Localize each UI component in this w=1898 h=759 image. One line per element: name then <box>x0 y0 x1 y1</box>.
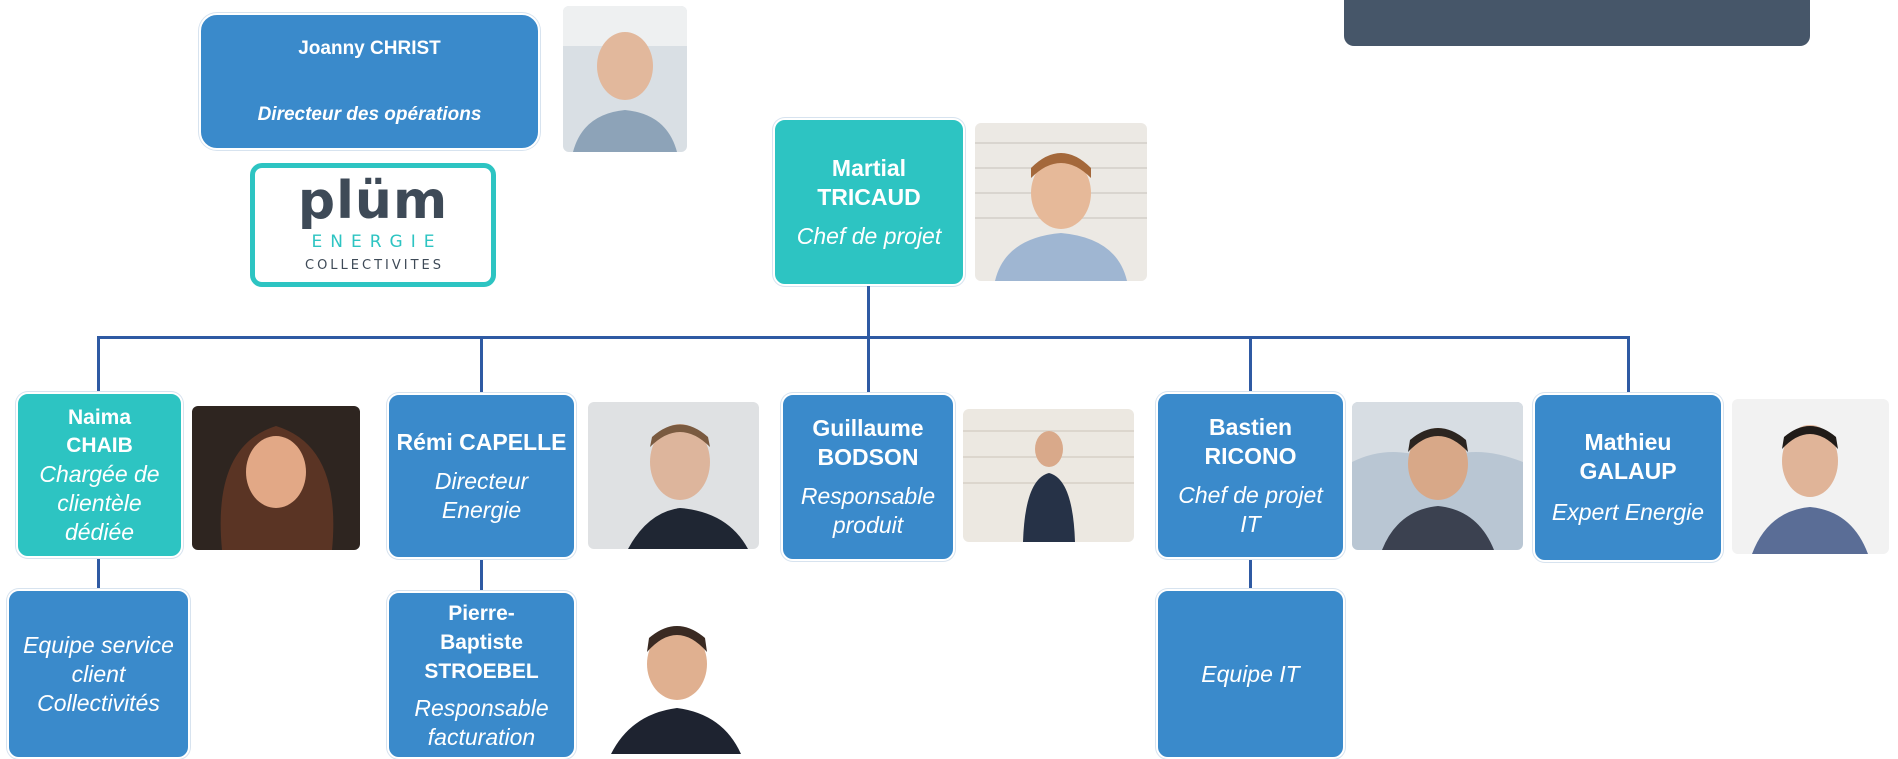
org-node-remi-capelle: Rémi CAPELLE Directeur Energie <box>387 393 576 559</box>
connector-remi-sub <box>480 559 483 593</box>
photo-remi-capelle <box>588 402 759 549</box>
node-role: Expert Energie <box>1551 499 1705 525</box>
org-node-pierre-baptiste-stroebel: Pierre-Baptiste STROEBEL Responsable fac… <box>387 591 576 759</box>
connector-naima <box>97 336 100 394</box>
org-node-bastien-ricono: Bastien RICONO Chef de projet IT <box>1156 392 1345 559</box>
node-name: Mathieu GALAUP <box>1579 429 1677 484</box>
photo-pierre-baptiste-stroebel <box>591 604 759 754</box>
node-role: Equipe service client Collectivités <box>23 631 174 716</box>
node-name: Rémi CAPELLE <box>396 428 567 455</box>
photo-mathieu-galaup <box>1732 399 1889 554</box>
org-node-naima-chaib: Naima CHAIB Chargée de clientèle dédiée <box>16 392 183 558</box>
node-role: Directeur des opérations <box>257 103 482 125</box>
connector-naima-sub <box>97 557 100 591</box>
photo-martial-tricaud <box>975 123 1147 281</box>
node-name: Naima CHAIB <box>66 405 133 457</box>
node-role: Responsable produit <box>800 483 936 538</box>
org-node-mathieu-galaup: Mathieu GALAUP Expert Energie <box>1533 393 1723 562</box>
photo-naima-chaib <box>192 406 360 550</box>
connector-mathieu <box>1627 336 1630 394</box>
photo-joanny-christ <box>563 6 687 152</box>
node-role: Chargée de clientèle dédiée <box>39 460 160 545</box>
org-node-guillaume-bodson: Guillaume BODSON Responsable produit <box>781 393 955 561</box>
node-role: Chef de projet IT <box>1178 481 1323 537</box>
node-role: Chef de projet <box>796 222 942 249</box>
photo-bastien-ricono <box>1352 402 1523 550</box>
plum-energie-logo: plüm ENERGIE COLLECTIVITES <box>250 163 496 287</box>
org-node-equipe-service-client: Equipe service client Collectivités <box>7 589 190 759</box>
node-role: Responsable facturation <box>414 695 549 750</box>
node-name: Guillaume BODSON <box>812 415 924 470</box>
header-banner <box>1344 0 1810 46</box>
photo-guillaume-bodson <box>963 409 1134 542</box>
node-role: Directeur Energie <box>434 467 529 523</box>
connector-lead-down <box>867 286 870 338</box>
node-name: Bastien RICONO <box>1204 413 1297 469</box>
connector-bastien-sub <box>1249 557 1252 591</box>
org-node-joanny-christ: Joanny CHRIST Directeur des opérations <box>199 13 540 150</box>
connector-bastien <box>1249 336 1252 394</box>
connector-remi <box>480 336 483 394</box>
connector-guillaume <box>867 336 870 394</box>
org-node-martial-tricaud: Martial TRICAUD Chef de projet <box>773 118 965 286</box>
node-name: Joanny CHRIST <box>298 37 441 59</box>
node-name: Pierre-Baptiste STROEBEL <box>424 602 539 683</box>
org-node-equipe-it: Equipe IT <box>1156 589 1345 759</box>
node-role: Equipe IT <box>1201 660 1300 687</box>
node-name: Martial TRICAUD <box>817 154 921 210</box>
connector-horizontal <box>97 336 1630 339</box>
